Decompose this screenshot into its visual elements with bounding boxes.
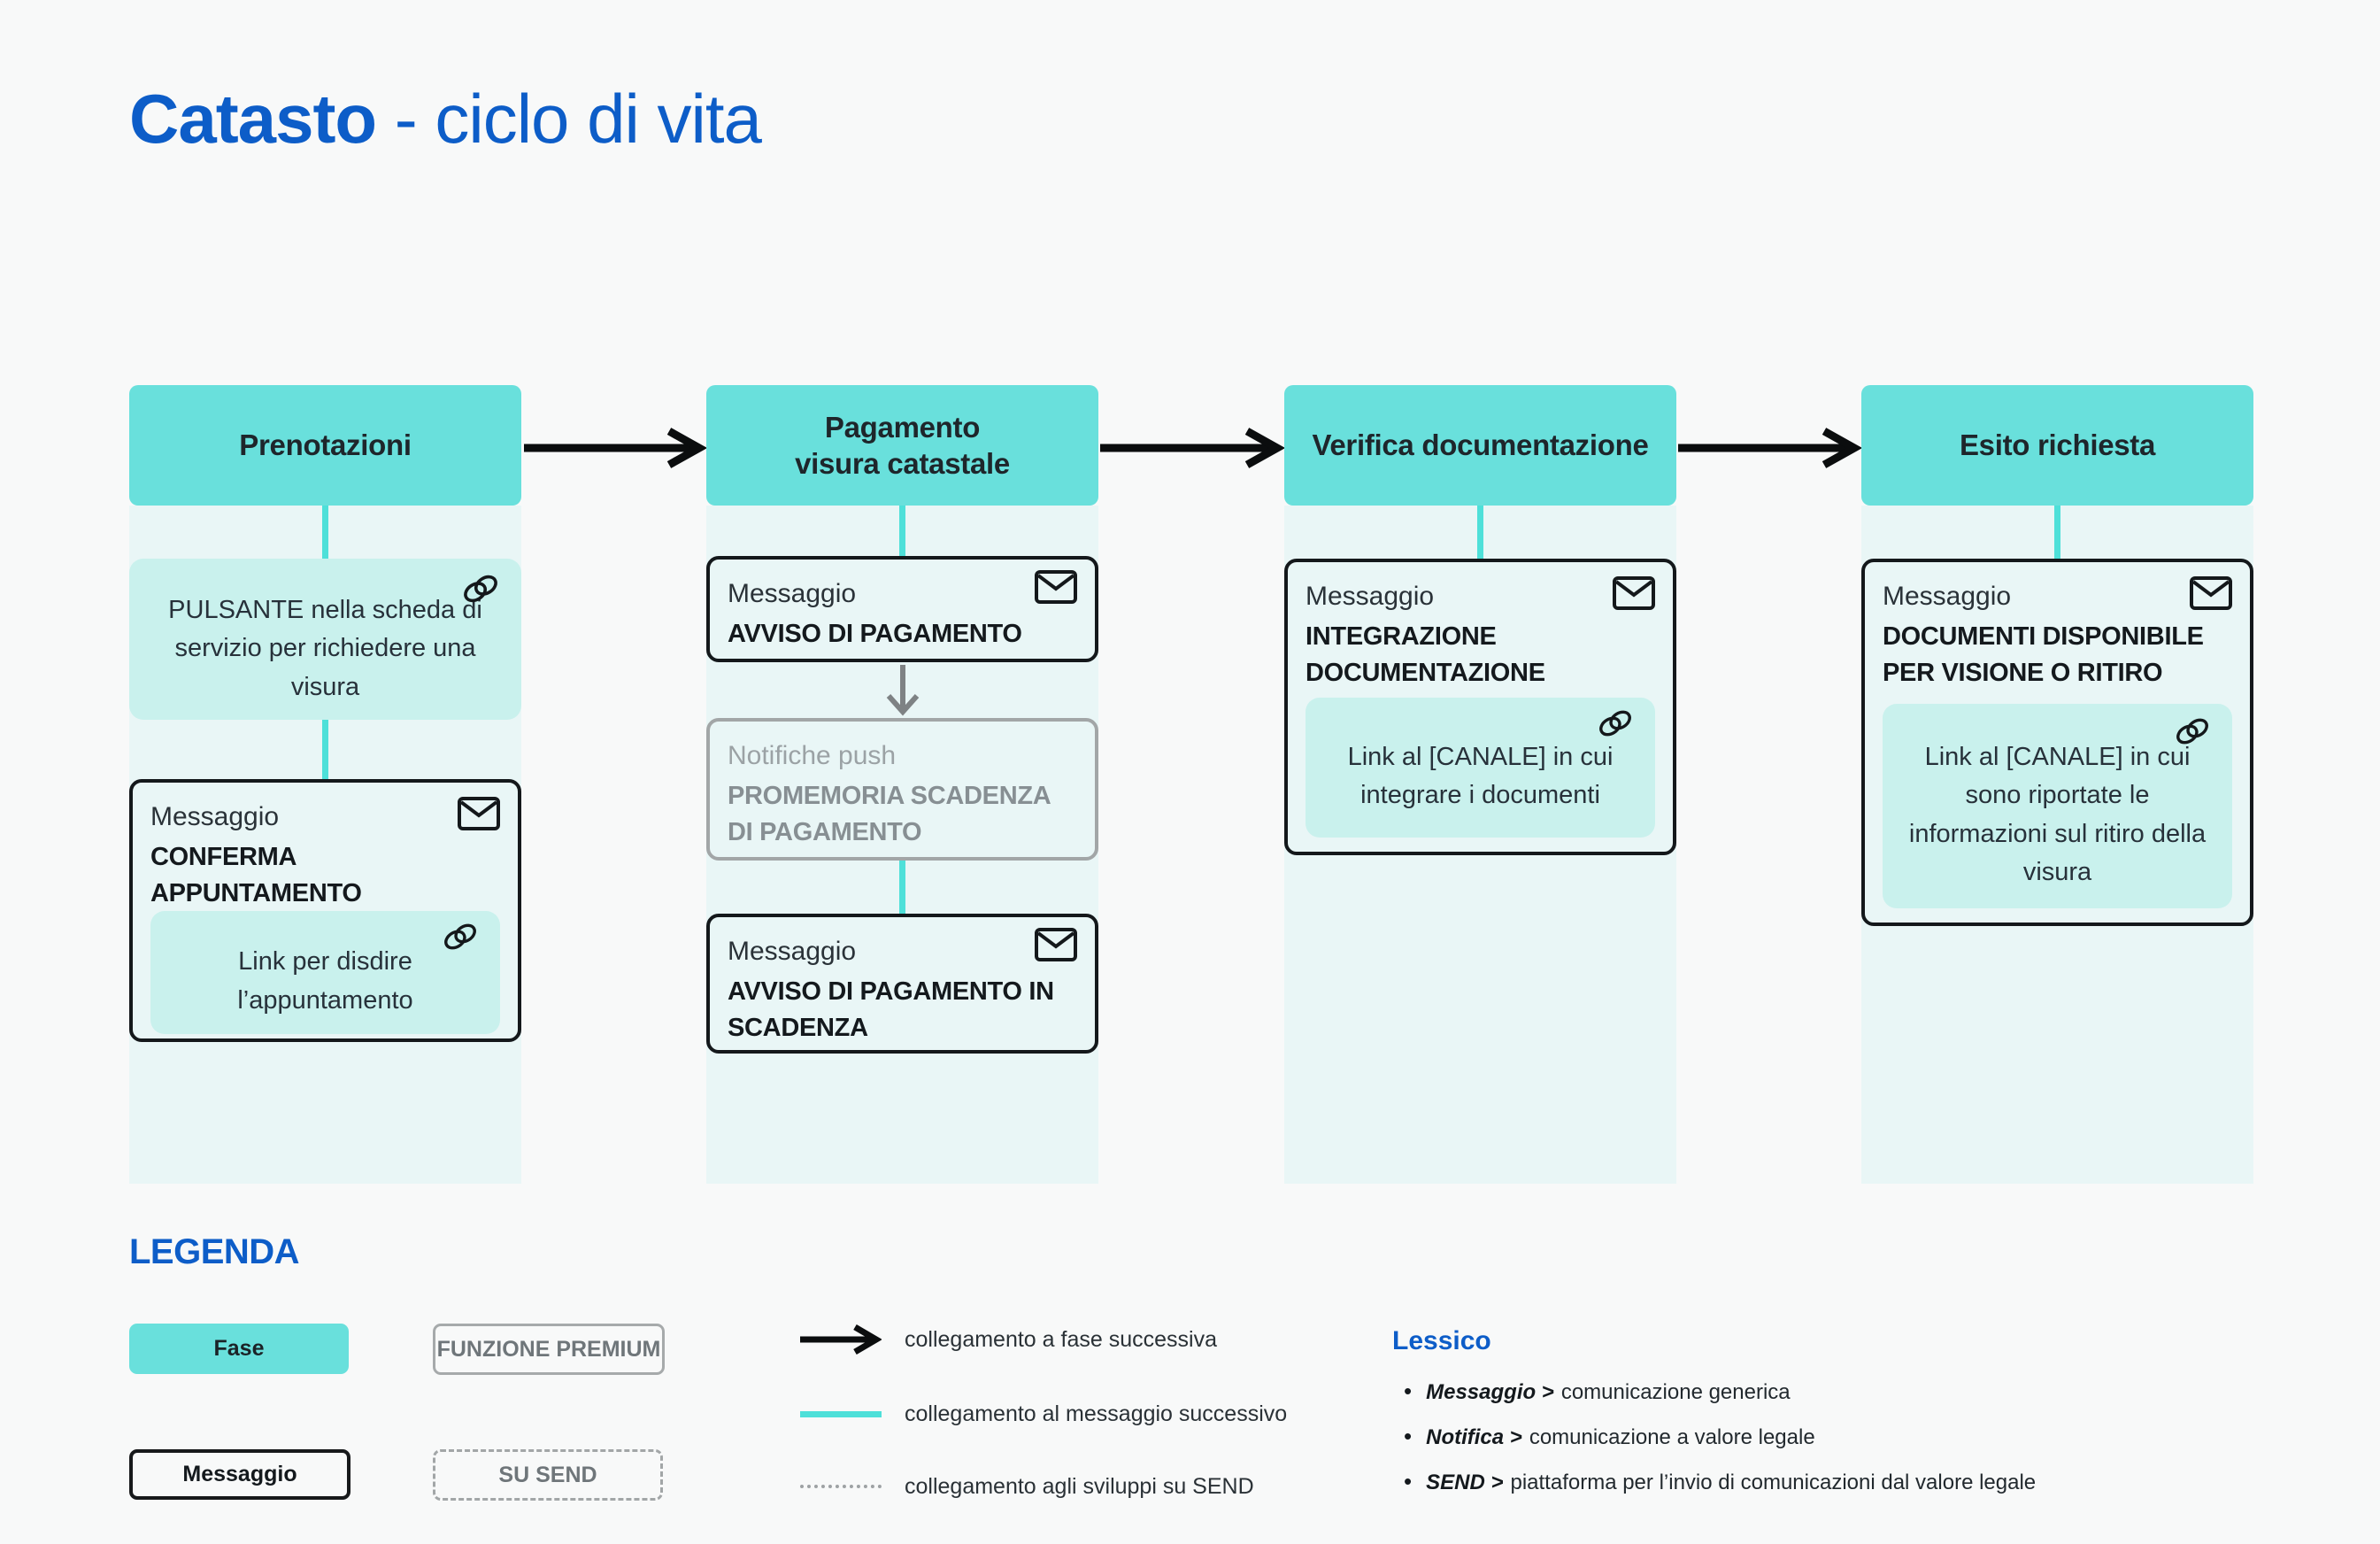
lessico-definition: piattaforma per l’invio di comunicazioni… [1510, 1471, 2037, 1494]
message-box: Messaggio AVVISO DI PAGAMENTO IN SCADENZ… [706, 914, 1098, 1054]
lessico-list: • Messaggio > comunicazione generica • N… [1404, 1378, 2036, 1513]
mail-icon [1613, 576, 1655, 610]
link-box: Link per disdire l’appuntamento [150, 911, 500, 1035]
lessico-item: • SEND > piattaforma per l’invio di comu… [1404, 1468, 2036, 1494]
link-icon [2172, 714, 2213, 748]
legend-arrow-sample [800, 1324, 882, 1355]
lessico-heading: Lessico [1392, 1326, 1491, 1355]
message-title: AVVISO DI PAGAMENTO [728, 620, 1022, 648]
lessico-term: SEND > [1426, 1471, 1504, 1494]
legend-teal-line-sample [800, 1411, 882, 1417]
lessico-term: Messaggio > [1426, 1380, 1554, 1404]
lessico-item: • Notifica > comunicazione a valore lega… [1404, 1423, 2036, 1449]
message-box: Messaggio CONFERMA APPUNTAMENTO Link per… [129, 779, 521, 1042]
lessico-item: • Messaggio > comunicazione generica [1404, 1378, 2036, 1404]
page-title: Catasto - ciclo di vita [129, 80, 762, 158]
link-box-text: Link al [CANALE] in cui integrare i docu… [1347, 742, 1614, 810]
phase-header: Esito richiesta [1861, 385, 2253, 506]
send-connector-arrow [706, 662, 1098, 718]
link-box: Link al [CANALE] in cui sono riportate l… [1883, 704, 2232, 908]
message-title: INTEGRAZIONE DOCUMENTAZIONE [1306, 622, 1545, 687]
phase-header: Prenotazioni [129, 385, 521, 506]
legend-messaggio-chip: Messaggio [129, 1449, 350, 1500]
link-icon [440, 920, 481, 953]
message-kind-label: Messaggio [728, 937, 857, 966]
phase-body: Messaggio INTEGRAZIONE DOCUMENTAZIONE Li… [1284, 506, 1676, 1184]
phase-title: Prenotazioni [239, 428, 412, 462]
legend-heading: LEGENDA [129, 1232, 300, 1271]
message-kind-label: Messaggio [1883, 582, 2012, 611]
phase-header: Verifica documentazione [1284, 385, 1676, 506]
legend-fase-chip: Fase [129, 1324, 349, 1374]
legend-su-send-chip: SU SEND [433, 1449, 663, 1501]
message-box: Messaggio DOCUMENTI DISPONIBILE PER VISI… [1861, 559, 2253, 926]
message-kind-label: Messaggio [150, 802, 280, 831]
phase-column-pagamento: Pagamento visura catastale Messaggio AVV… [706, 385, 1098, 1184]
action-box-text: PULSANTE nella scheda di servizio per ri… [168, 595, 482, 701]
lessico-definition: comunicazione a valore legale [1529, 1425, 1815, 1449]
message-connector-line [322, 720, 328, 779]
message-connector-line [899, 861, 905, 914]
phase-body: PULSANTE nella scheda di servizio per ri… [129, 506, 521, 1184]
push-title: PROMEMORIA SCADENZA DI PAGAMENTO [728, 782, 1051, 846]
legend-dotted-line-sample [800, 1485, 882, 1488]
phase-title-line2: visura catastale [795, 447, 1010, 480]
legend-funzione-premium-chip: FUNZIONE PREMIUM [433, 1324, 665, 1375]
phase-column-esito: Esito richiesta Messaggio DOCUMENTI DISP… [1861, 385, 2253, 1184]
phase-body: Messaggio DOCUMENTI DISPONIBILE PER VISI… [1861, 506, 2253, 1184]
phase-title: Verifica documentazione [1312, 428, 1649, 462]
message-connector-line [322, 506, 328, 559]
message-connector-line [899, 506, 905, 556]
page-title-rest: - ciclo di vita [394, 80, 762, 158]
push-notification-box: Notifiche push PROMEMORIA SCADENZA DI PA… [706, 718, 1098, 861]
phase-column-verifica: Verifica documentazione Messaggio INTEGR… [1284, 385, 1676, 1184]
message-connector-line [2054, 506, 2060, 559]
phase-column-prenotazioni: Prenotazioni PULSANTE nella scheda di se… [129, 385, 521, 1184]
message-connector-line [1477, 506, 1483, 559]
bullet-icon: • [1404, 1423, 1413, 1449]
mail-icon [2190, 576, 2232, 610]
phase-arrow [1678, 427, 1861, 469]
phase-title-line1: Pagamento [824, 410, 981, 444]
phase-header: Pagamento visura catastale [706, 385, 1098, 506]
message-title: AVVISO DI PAGAMENTO IN SCADENZA [728, 977, 1054, 1042]
link-box-text: Link per disdire l’appuntamento [237, 947, 413, 1015]
bullet-icon: • [1404, 1468, 1413, 1494]
mail-icon [1035, 570, 1077, 604]
phase-arrow [1100, 427, 1284, 469]
link-box-text: Link al [CANALE] in cui sono riportate l… [1908, 742, 2207, 887]
legend-arrow-label: collegamento a fase successiva [905, 1327, 1217, 1352]
message-title: CONFERMA APPUNTAMENTO [150, 843, 362, 907]
legend-teal-line-label: collegamento al messaggio successivo [905, 1401, 1288, 1426]
page-title-brand: Catasto [129, 80, 377, 158]
phase-title: Esito richiesta [1959, 428, 2156, 462]
link-box: Link al [CANALE] in cui integrare i docu… [1306, 698, 1655, 838]
message-title: DOCUMENTI DISPONIBILE PER VISIONE O RITI… [1883, 622, 2204, 687]
bullet-icon: • [1404, 1378, 1413, 1404]
phase-arrow [524, 427, 706, 469]
message-kind-label: Messaggio [728, 579, 857, 608]
message-box: Messaggio AVVISO DI PAGAMENTO [706, 556, 1098, 662]
link-icon [1595, 706, 1636, 740]
legend-dotted-line-label: collegamento agli sviluppi su SEND [905, 1474, 1254, 1499]
push-kind-label: Notifiche push [728, 741, 897, 770]
phase-body: Messaggio AVVISO DI PAGAMENTO Notifiche … [706, 506, 1098, 1184]
link-icon [459, 571, 502, 606]
mail-icon [458, 797, 500, 830]
lessico-definition: comunicazione generica [1560, 1380, 1791, 1404]
message-kind-label: Messaggio [1306, 582, 1435, 611]
mail-icon [1035, 928, 1077, 961]
lessico-term: Notifica > [1426, 1425, 1522, 1449]
action-box: PULSANTE nella scheda di servizio per ri… [129, 559, 521, 720]
message-box: Messaggio INTEGRAZIONE DOCUMENTAZIONE Li… [1284, 559, 1676, 855]
